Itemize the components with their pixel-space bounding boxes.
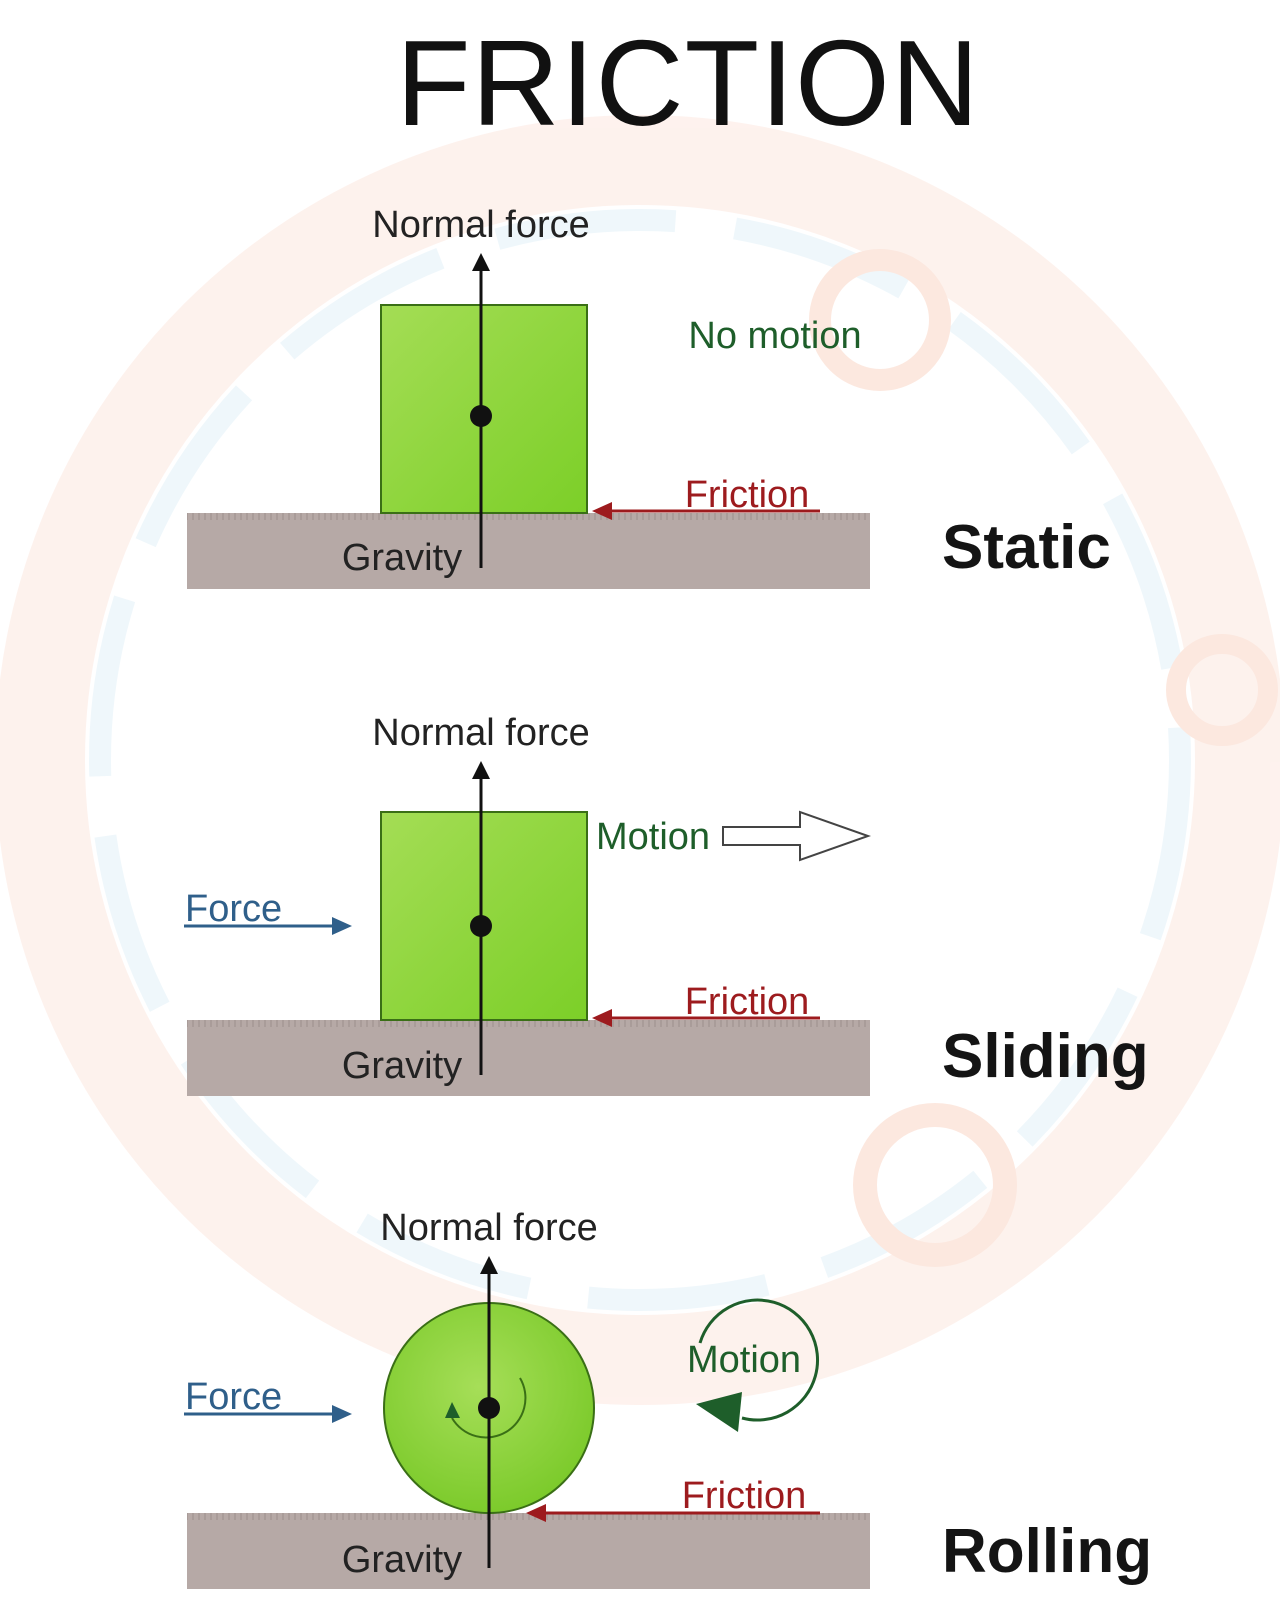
- center-of-mass: [470, 405, 492, 427]
- gravity-label: Gravity: [342, 1539, 462, 1581]
- friction-arrow-head: [592, 1009, 612, 1027]
- ground-body: [187, 1027, 870, 1096]
- rotation-indicator: [451, 1377, 527, 1439]
- normal-force-label: Normal force: [380, 1207, 598, 1249]
- center-of-mass: [478, 1397, 500, 1419]
- motion-arrow-icon: [722, 810, 872, 862]
- normal-force-label: Normal force: [372, 204, 590, 246]
- rotation-indicator-head: [445, 1402, 460, 1418]
- friction-type-label: Static: [942, 513, 1111, 582]
- panel-static: Normal force Gravity Friction No motion …: [187, 204, 1111, 589]
- friction-label: Friction: [685, 981, 810, 1023]
- page-title: FRICTION: [396, 15, 980, 151]
- gear-icon: [809, 249, 951, 391]
- ground-body: [187, 520, 870, 589]
- applied-force-arrow-head: [332, 917, 352, 935]
- motion-label: Motion: [596, 816, 710, 858]
- normal-force-label: Normal force: [372, 712, 590, 754]
- friction-type-label: Rolling: [942, 1517, 1152, 1586]
- motion-label: Motion: [687, 1339, 801, 1381]
- center-of-mass: [470, 915, 492, 937]
- friction-arrow-head: [526, 1504, 546, 1522]
- background-watermark: [0, 115, 1280, 1405]
- friction-label: Friction: [685, 474, 810, 516]
- panel-sliding: Normal force Gravity Friction Motion For…: [184, 712, 1149, 1096]
- gear-icon: [853, 1103, 1017, 1267]
- panel-rolling: Normal force Gravity Friction Motion For…: [184, 1207, 1152, 1589]
- applied-force-arrow-head: [332, 1405, 352, 1423]
- motion-label: No motion: [688, 315, 861, 357]
- friction-type-label: Sliding: [942, 1022, 1149, 1091]
- gravity-label: Gravity: [342, 1045, 462, 1087]
- force-label: Force: [185, 888, 282, 930]
- rotation-motion-icon-head: [696, 1392, 742, 1432]
- friction-arrow-head: [592, 502, 612, 520]
- gravity-label: Gravity: [342, 537, 462, 579]
- gear-icon: [1166, 634, 1278, 746]
- rotation-motion-icon: [698, 1298, 820, 1422]
- ground-body: [187, 1520, 870, 1589]
- friction-label: Friction: [682, 1475, 807, 1517]
- force-label: Force: [185, 1376, 282, 1418]
